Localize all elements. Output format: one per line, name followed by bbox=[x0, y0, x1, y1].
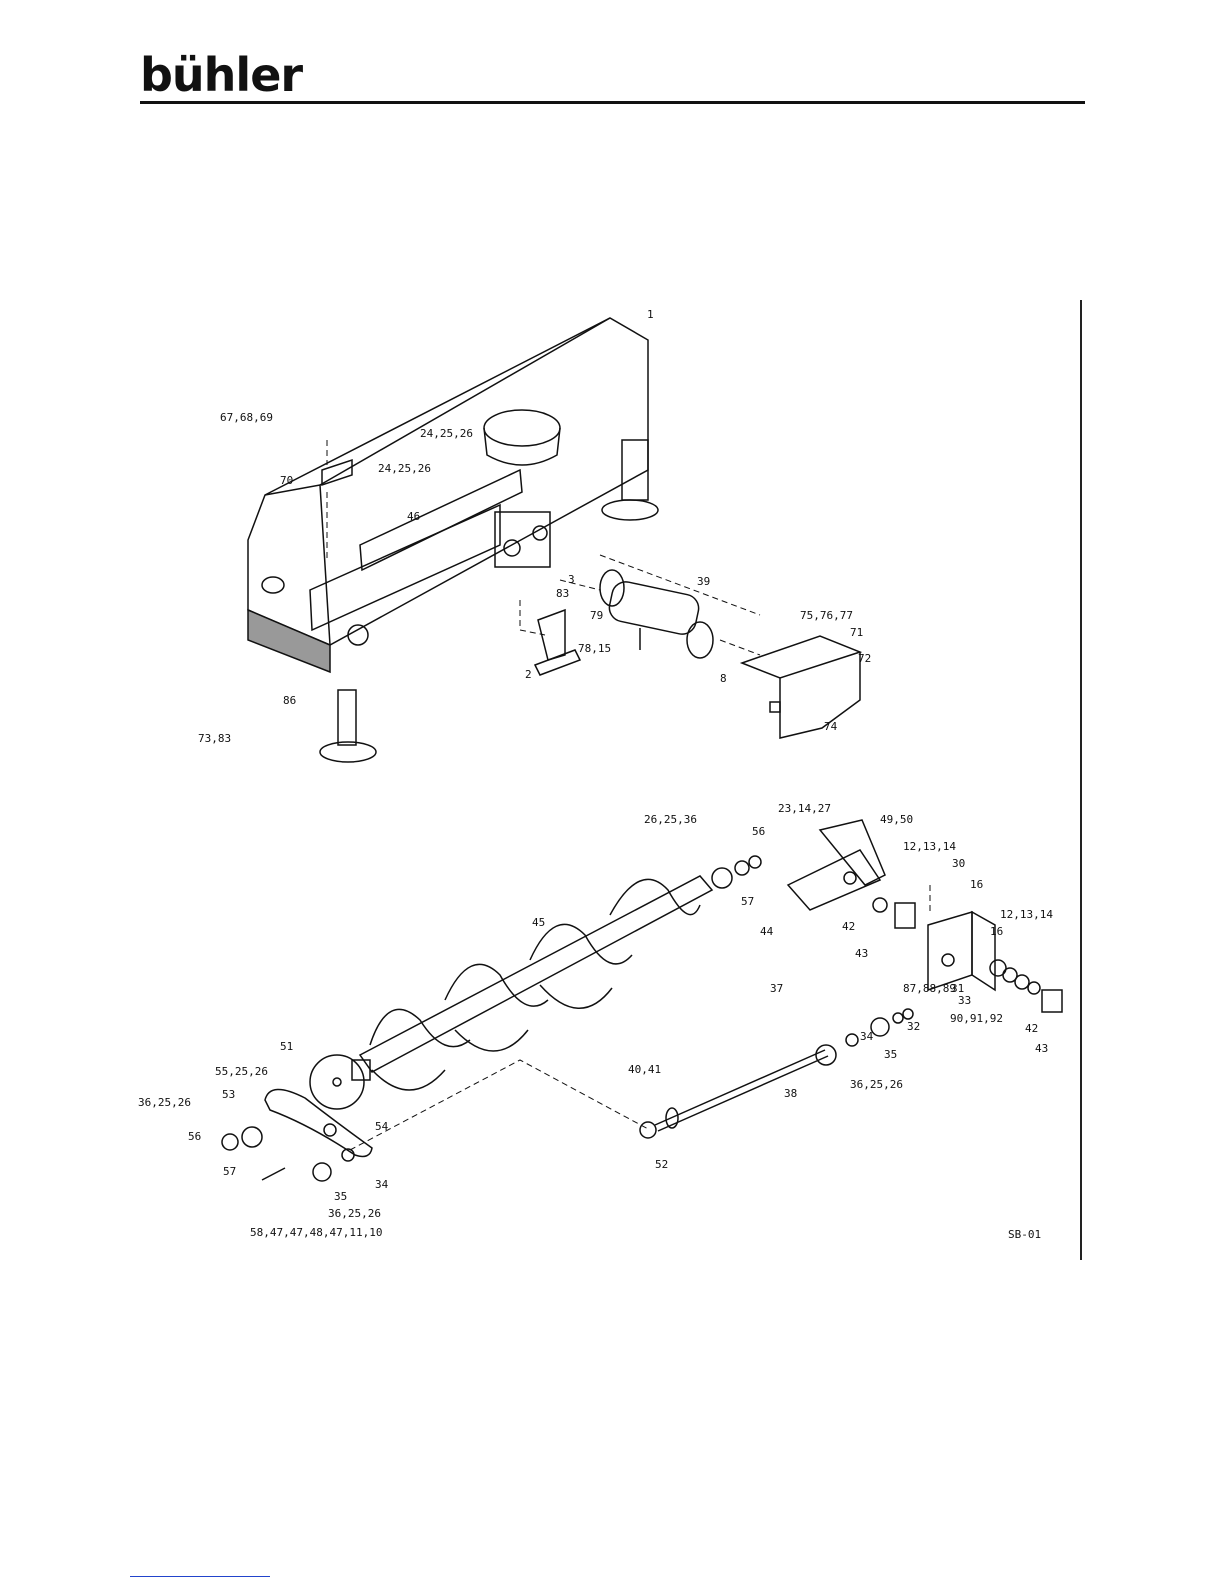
callout: 8 bbox=[720, 672, 727, 685]
callout: 26,25,36 bbox=[644, 813, 697, 826]
callout: 32 bbox=[907, 1020, 920, 1033]
callout: 45 bbox=[532, 916, 545, 929]
callout: 79 bbox=[590, 609, 603, 622]
callout: 53 bbox=[222, 1088, 235, 1101]
callout: 86 bbox=[283, 694, 296, 707]
callout: 56 bbox=[752, 825, 765, 838]
callout: 73,83 bbox=[198, 732, 231, 745]
callout: 74 bbox=[824, 720, 838, 733]
callout: 55,25,26 bbox=[215, 1065, 268, 1078]
callout: 43 bbox=[855, 947, 868, 960]
callout: 58,47,47,48,47,11,10 bbox=[250, 1226, 382, 1239]
callout: 44 bbox=[760, 925, 774, 938]
callout: 75,76,77 bbox=[800, 609, 853, 622]
upper-assembly bbox=[248, 318, 860, 762]
callout: 3 bbox=[568, 573, 575, 586]
callout: 35 bbox=[884, 1048, 897, 1061]
callout: 46 bbox=[407, 510, 420, 523]
callout: 72 bbox=[858, 652, 871, 665]
callout: 57 bbox=[741, 895, 754, 908]
callout: 51 bbox=[280, 1040, 293, 1053]
callout: 49,50 bbox=[880, 813, 913, 826]
callout: 83 bbox=[556, 587, 569, 600]
callout: 90,91,92 bbox=[950, 1012, 1003, 1025]
drawing-code: SB-01 bbox=[1008, 1228, 1041, 1241]
lower-assembly bbox=[222, 820, 1062, 1181]
callout: 12,13,14 bbox=[903, 840, 956, 853]
callout: 12,13,14 bbox=[1000, 908, 1053, 921]
callout: 56 bbox=[188, 1130, 201, 1143]
callout: 33 bbox=[958, 994, 971, 1007]
callout: 40,41 bbox=[628, 1063, 661, 1076]
callout: 42 bbox=[842, 920, 855, 933]
callout: 36,25,26 bbox=[328, 1207, 381, 1220]
callout: 16 bbox=[990, 925, 1003, 938]
callout: 35 bbox=[334, 1190, 347, 1203]
callout: 71 bbox=[850, 626, 863, 639]
callout: 16 bbox=[970, 878, 983, 891]
callout: 54 bbox=[375, 1120, 389, 1133]
callout: 30 bbox=[952, 857, 965, 870]
callout: 57 bbox=[223, 1165, 236, 1178]
callout: 37 bbox=[770, 982, 783, 995]
callout: 39 bbox=[697, 575, 710, 588]
callout: 36,25,26 bbox=[138, 1096, 191, 1109]
callout: 87,88,89 bbox=[903, 982, 956, 995]
callout: 34 bbox=[375, 1178, 389, 1191]
callout: 34 bbox=[860, 1030, 874, 1043]
callout: 36,25,26 bbox=[850, 1078, 903, 1091]
callout: 78,15 bbox=[578, 642, 611, 655]
callout: 24,25,26 bbox=[420, 427, 473, 440]
callout: 23,14,27 bbox=[778, 802, 831, 815]
callout: 70 bbox=[280, 474, 293, 487]
callout: 1 bbox=[647, 308, 654, 321]
callout: 42 bbox=[1025, 1022, 1038, 1035]
callout: 24,25,26 bbox=[378, 462, 431, 475]
callout: 52 bbox=[655, 1158, 668, 1171]
callout: 43 bbox=[1035, 1042, 1048, 1055]
callout: 2 bbox=[525, 668, 532, 681]
callout: 67,68,69 bbox=[220, 411, 273, 424]
callout: 38 bbox=[784, 1087, 797, 1100]
